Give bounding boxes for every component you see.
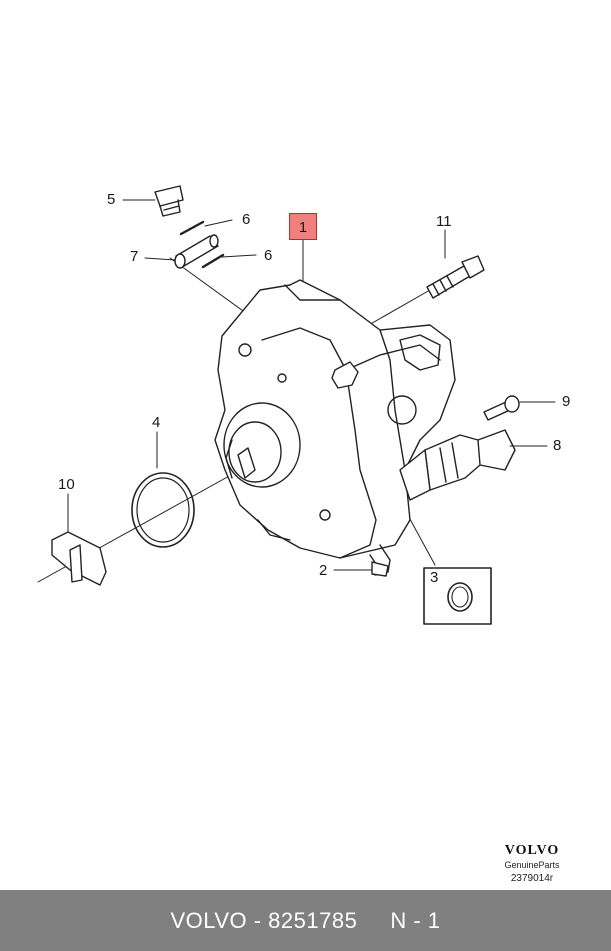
callout-10[interactable]: 10 bbox=[58, 476, 75, 493]
callout-7[interactable]: 7 bbox=[130, 248, 139, 265]
diagram-code: 2379014r bbox=[510, 873, 554, 884]
part-9-screw bbox=[483, 395, 520, 421]
callout-4[interactable]: 4 bbox=[152, 414, 161, 431]
callout-9[interactable]: 9 bbox=[562, 393, 571, 410]
callout-11[interactable]: 11 bbox=[436, 213, 452, 230]
part-11-bolt bbox=[426, 255, 485, 299]
part-4-oring bbox=[131, 472, 195, 548]
pump-drive-hub bbox=[223, 402, 301, 488]
part-5-bolt bbox=[154, 185, 184, 217]
part-10-flange bbox=[51, 531, 107, 586]
part-number-caption: VOLVO - 8251785 N - 1 bbox=[170, 907, 441, 933]
footer-bar: VOLVO - 8251785 N - 1 bbox=[0, 890, 611, 951]
part-6-seal-lower bbox=[201, 253, 225, 269]
brand-block: VOLVO GenuineParts 2379014r bbox=[487, 843, 577, 884]
callout-1-highlighted[interactable]: 1 bbox=[289, 213, 317, 240]
callout-8[interactable]: 8 bbox=[553, 437, 562, 454]
part-3-inset bbox=[423, 567, 492, 625]
callout-6-lower[interactable]: 6 bbox=[264, 247, 273, 264]
callout-6-upper[interactable]: 6 bbox=[242, 211, 251, 228]
pump-body bbox=[214, 279, 456, 576]
callout-5[interactable]: 5 bbox=[107, 191, 116, 208]
part-8-valve bbox=[399, 429, 516, 501]
part-2-pin bbox=[371, 561, 389, 577]
brand-subtitle: GenuineParts bbox=[504, 860, 560, 870]
exploded-parts-diagram bbox=[37, 185, 556, 625]
part-6-seal-upper bbox=[179, 220, 205, 236]
callout-2[interactable]: 2 bbox=[319, 562, 328, 579]
part-7-fitting bbox=[174, 234, 219, 269]
callout-3[interactable]: 3 bbox=[430, 569, 439, 586]
brand-logo-text: VOLVO bbox=[504, 843, 560, 858]
